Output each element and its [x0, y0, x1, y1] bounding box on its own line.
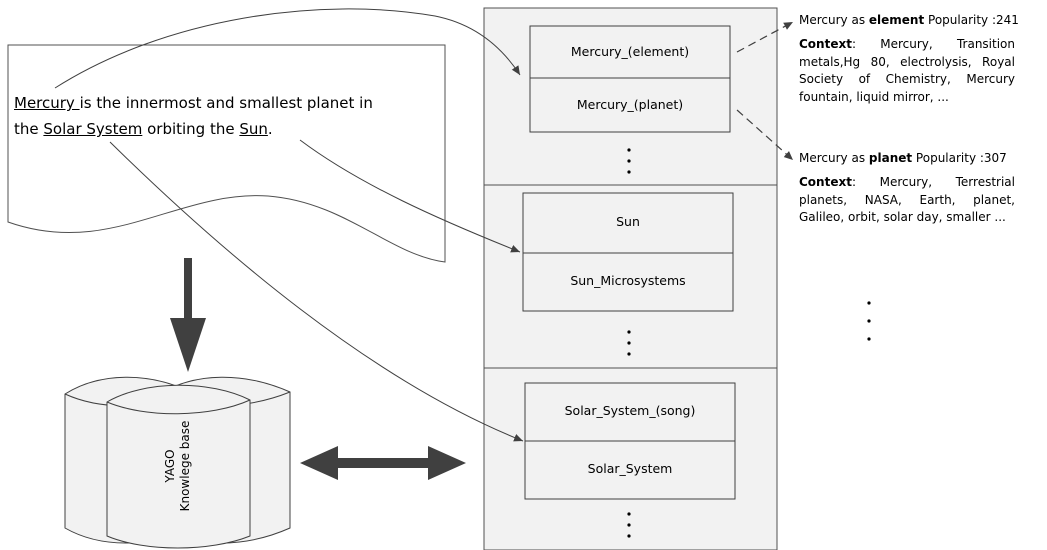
candidate-box-solar-system-song[interactable]: [524, 382, 736, 442]
mention-mercury[interactable]: Mercury: [14, 94, 80, 112]
candidate-label-sun-microsystems: Sun_Microsystems: [570, 273, 686, 288]
sentence-text-2: the: [14, 120, 44, 138]
context-planet: Context: Mercury, Terrestrial planets, N…: [799, 175, 1015, 224]
sentence-line-2: the Solar System orbiting the Sun.: [14, 116, 444, 142]
link-arrow-mercury: [54, 8, 521, 89]
candidate-box-mercury-planet[interactable]: [529, 77, 731, 133]
sentence-text-3: orbiting the: [142, 120, 240, 138]
candidate-label-solar-system-song: Solar_System_(song): [564, 403, 696, 418]
sentence-text-1: is the innermost and smallest planet in: [79, 94, 373, 112]
candidate-box-sun-microsystems[interactable]: [522, 252, 734, 312]
candidate-box-sun[interactable]: [522, 192, 734, 254]
candidate-label-mercury-element: Mercury_(element): [570, 44, 690, 59]
candidate-boxes: [522, 25, 736, 500]
sentence-line-1: Mercury is the innermost and smallest pl…: [14, 90, 444, 116]
link-arrow-solar-system: [109, 141, 524, 442]
mention-sun[interactable]: Sun: [239, 120, 268, 138]
kb-label-line-1: YAGO: [163, 449, 177, 483]
candidate-label-solar-system: Solar_System: [587, 461, 673, 476]
candidate-label-mercury-planet: Mercury_(planet): [576, 97, 684, 112]
dashed-arrow-element: [736, 21, 794, 53]
source-sentence: Mercury is the innermost and smallest pl…: [14, 90, 444, 142]
candidate-box-solar-system[interactable]: [524, 440, 736, 500]
knowledge-base-cylinders: [64, 376, 291, 549]
popularity-line-element: Mercury as element Popularity :241: [799, 13, 1019, 27]
link-arrow-sun: [299, 139, 521, 253]
context-element: Context: Mercury, Transition metals,Hg 8…: [799, 37, 1015, 104]
candidate-box-mercury-element[interactable]: [529, 25, 731, 79]
double-arrow: [300, 446, 466, 480]
sentence-text-4: .: [267, 120, 273, 138]
group-ellipsis-dots: [627, 148, 631, 538]
annotation-ellipsis-dots: [867, 301, 871, 341]
document-shape: [7, 44, 446, 263]
candidate-label-sun: Sun: [616, 214, 640, 229]
down-arrow: [170, 258, 206, 372]
knowledge-base-label: YAGO Knowlege base: [163, 416, 193, 516]
kb-label-line-2: Knowlege base: [178, 420, 192, 512]
mention-solar-system[interactable]: Solar System: [43, 120, 143, 138]
popularity-line-planet: Mercury as planet Popularity :307: [799, 151, 1007, 165]
